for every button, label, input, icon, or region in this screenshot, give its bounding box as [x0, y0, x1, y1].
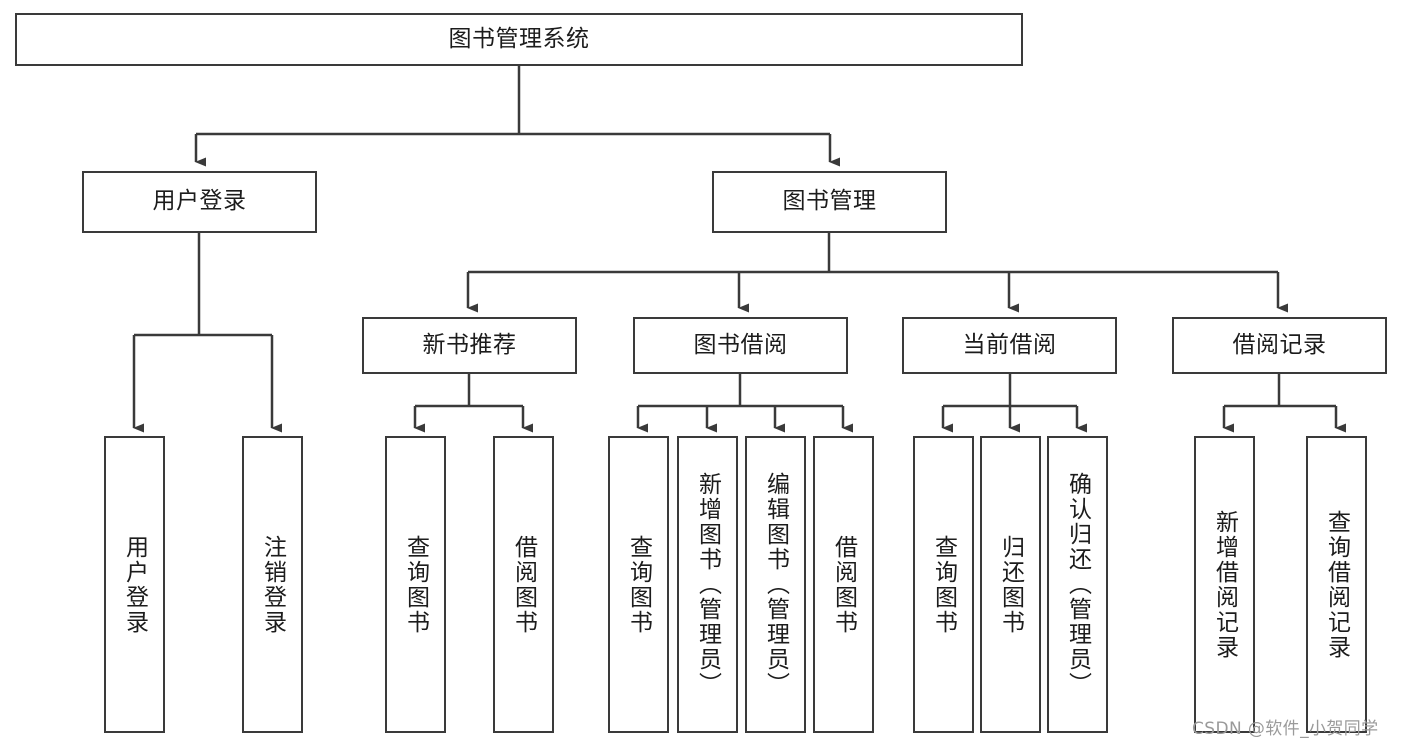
- node-leaf-query-book-1-label: 查询图书: [402, 534, 429, 635]
- node-leaf-user-login[interactable]: 用户登录: [104, 436, 165, 733]
- node-leaf-logout[interactable]: 注销登录: [242, 436, 303, 733]
- node-leaf-add-book[interactable]: 新增图书（管理员）: [677, 436, 738, 733]
- node-leaf-user-login-label: 用户登录: [121, 534, 148, 635]
- node-leaf-query-book-1[interactable]: 查询图书: [385, 436, 446, 733]
- node-leaf-confirm-return-label: 确认归还（管理员）: [1064, 472, 1091, 697]
- node-leaf-add-book-label: 新增图书（管理员）: [694, 472, 721, 697]
- node-leaf-edit-book[interactable]: 编辑图书（管理员）: [745, 436, 806, 733]
- node-leaf-borrow-book-2-label: 借阅图书: [830, 534, 857, 635]
- node-borrow-record[interactable]: 借阅记录: [1172, 317, 1387, 374]
- node-new-book-recommend[interactable]: 新书推荐: [362, 317, 577, 374]
- node-book-manage-label: 图书管理: [782, 188, 877, 215]
- node-user-login[interactable]: 用户登录: [82, 171, 317, 233]
- node-leaf-query-record[interactable]: 查询借阅记录: [1306, 436, 1367, 733]
- node-leaf-return-book-label: 归还图书: [997, 534, 1024, 635]
- node-leaf-query-book-3-label: 查询图书: [930, 534, 957, 635]
- node-leaf-query-book-3[interactable]: 查询图书: [913, 436, 974, 733]
- node-current-borrow-label: 当前借阅: [962, 331, 1057, 358]
- node-root-label: 图书管理系统: [448, 25, 590, 52]
- node-leaf-add-record-label: 新增借阅记录: [1211, 509, 1238, 660]
- node-leaf-borrow-book-1[interactable]: 借阅图书: [493, 436, 554, 733]
- node-root[interactable]: 图书管理系统: [15, 13, 1023, 66]
- node-leaf-query-book-2-label: 查询图书: [625, 534, 652, 635]
- node-leaf-query-record-label: 查询借阅记录: [1323, 509, 1350, 660]
- node-book-borrow[interactable]: 图书借阅: [633, 317, 848, 374]
- node-book-manage[interactable]: 图书管理: [712, 171, 947, 233]
- node-user-login-label: 用户登录: [152, 188, 247, 215]
- node-leaf-logout-label: 注销登录: [259, 534, 286, 635]
- node-new-book-recommend-label: 新书推荐: [422, 331, 517, 358]
- node-current-borrow[interactable]: 当前借阅: [902, 317, 1117, 374]
- node-leaf-query-book-2[interactable]: 查询图书: [608, 436, 669, 733]
- node-leaf-confirm-return[interactable]: 确认归还（管理员）: [1047, 436, 1108, 733]
- node-book-borrow-label: 图书借阅: [693, 331, 788, 358]
- node-leaf-borrow-book-2[interactable]: 借阅图书: [813, 436, 874, 733]
- node-leaf-add-record[interactable]: 新增借阅记录: [1194, 436, 1255, 733]
- node-leaf-edit-book-label: 编辑图书（管理员）: [762, 472, 789, 697]
- node-leaf-borrow-book-1-label: 借阅图书: [510, 534, 537, 635]
- node-leaf-return-book[interactable]: 归还图书: [980, 436, 1041, 733]
- node-borrow-record-label: 借阅记录: [1232, 331, 1327, 358]
